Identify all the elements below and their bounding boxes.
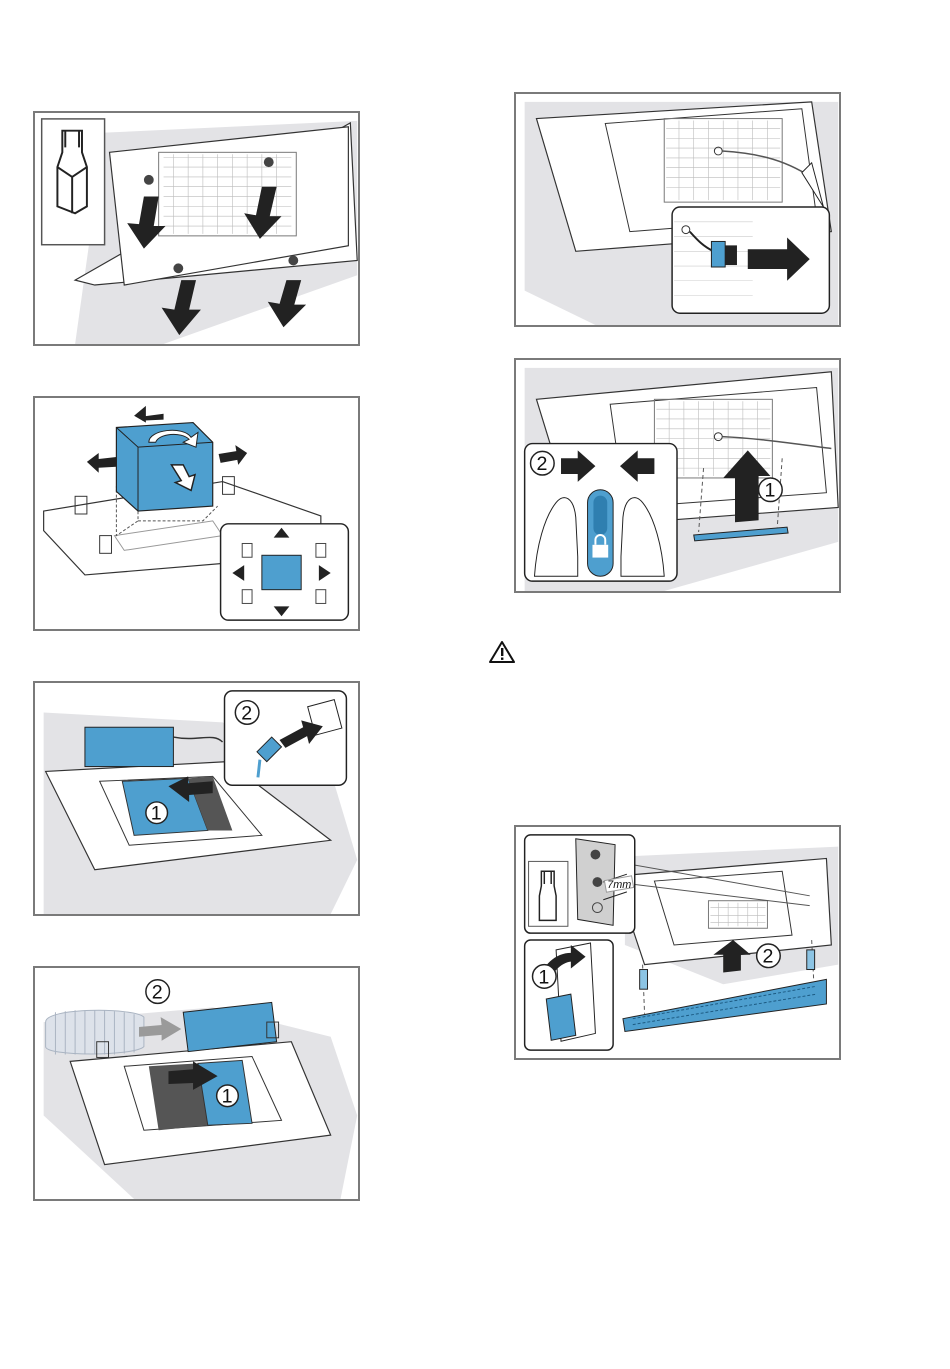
figure-slide-module-and-plug: 1 2 — [33, 681, 360, 916]
illustration-lock-panel: 1 2 — [516, 360, 839, 591]
step-marker-1: 1 — [764, 480, 775, 502]
step-marker-2: 2 — [536, 453, 547, 475]
flexible-duct — [46, 1010, 144, 1054]
step-marker-1: 1 — [222, 1086, 233, 1108]
arrow-up-icon — [134, 406, 163, 423]
step-marker-2: 2 — [152, 981, 163, 1003]
step-marker-1: 1 — [151, 803, 162, 825]
illustration-connect-duct: 2 1 — [35, 968, 358, 1199]
warning-triangle-icon — [489, 640, 515, 664]
figure-disconnect-cable-plug — [514, 92, 841, 327]
illustration-fan-module — [35, 398, 358, 629]
step-marker-2: 2 — [763, 946, 774, 968]
figure-remove-filter-screws — [33, 111, 360, 346]
figure-lock-filter-panel: 1 2 — [514, 358, 841, 593]
illustration-disconnect-cable — [516, 94, 839, 325]
step-marker-1: 1 — [538, 966, 549, 988]
illustration-slide-module: 1 2 — [35, 683, 358, 914]
figure-fan-module-orientation — [33, 396, 360, 631]
arrow-right-icon — [219, 445, 248, 465]
figure-mount-grille-hooks: 2 7mm 1 — [514, 825, 841, 1060]
arrow-left-icon — [87, 453, 116, 473]
figure-connect-duct-and-slide: 2 1 — [33, 966, 360, 1201]
step-marker-2: 2 — [241, 702, 252, 724]
illustration-remove-screws — [35, 113, 358, 344]
illustration-mount-grille: 2 7mm 1 — [516, 827, 839, 1058]
dimension-label: 7mm — [607, 879, 631, 891]
